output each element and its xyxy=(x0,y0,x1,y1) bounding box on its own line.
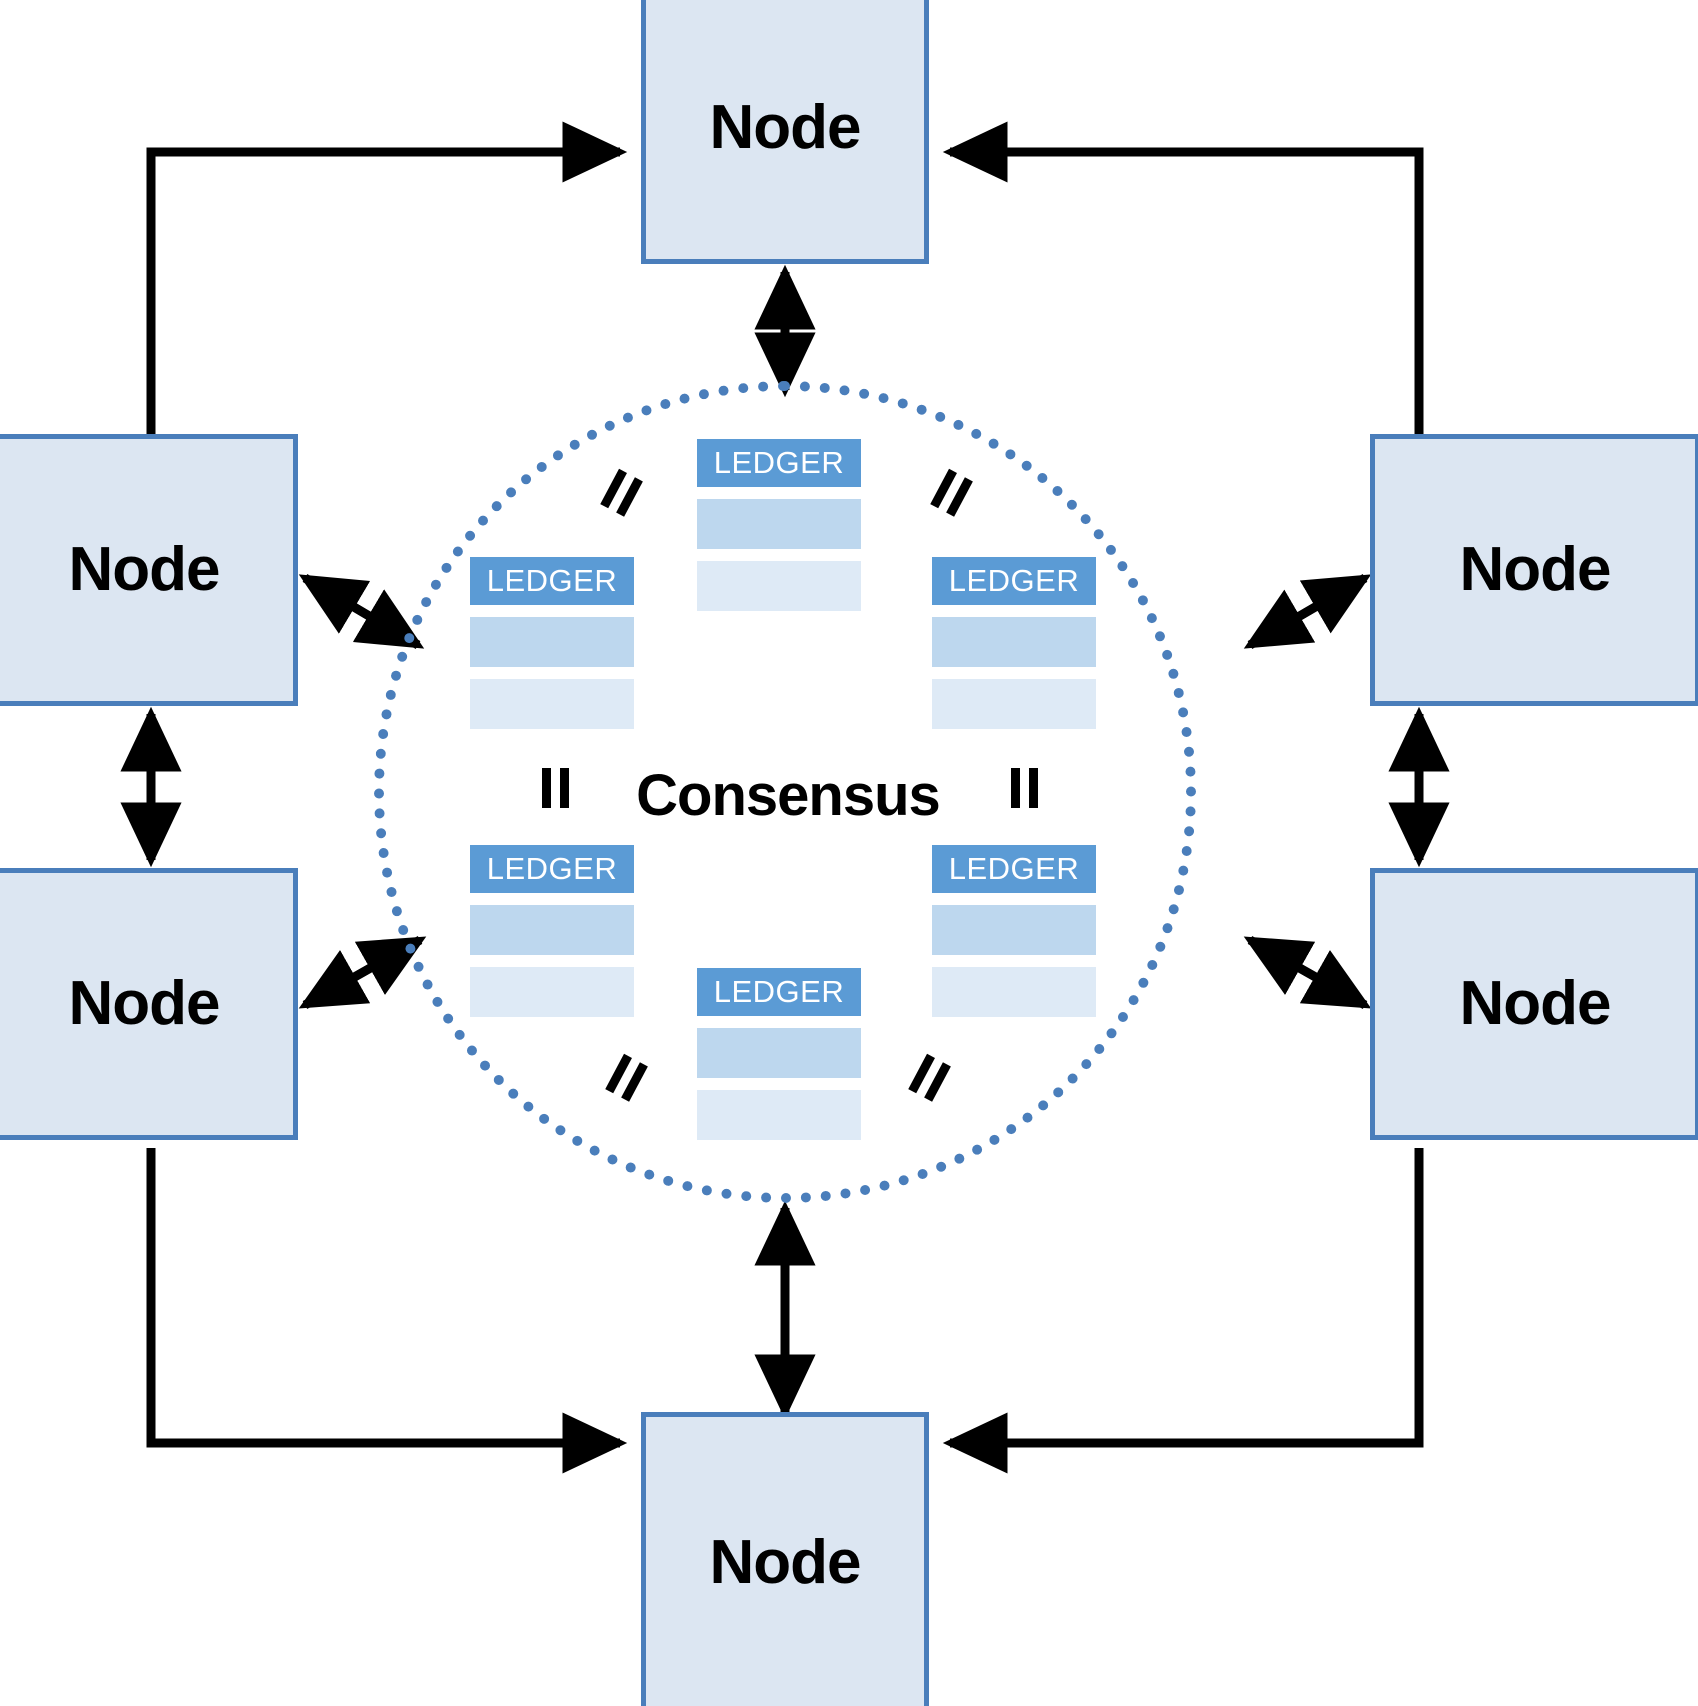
node-label: Node xyxy=(1459,535,1612,604)
ledger-header: LEDGER xyxy=(470,557,634,605)
node-box-bottom[interactable]: Node xyxy=(641,1412,929,1706)
ledger-row xyxy=(470,967,634,1017)
node-label: Node xyxy=(68,535,221,604)
ledger-row xyxy=(932,679,1096,729)
node-box-top[interactable]: Node xyxy=(641,0,929,264)
ledger-card-upper-right[interactable]: LEDGER xyxy=(932,557,1096,729)
ledger-row xyxy=(470,679,634,729)
ledger-row xyxy=(932,617,1096,667)
node-box-right-upper[interactable]: Node xyxy=(1370,434,1698,706)
ledger-header: LEDGER xyxy=(470,845,634,893)
node-label: Node xyxy=(709,1528,862,1597)
node-label: Node xyxy=(709,93,862,162)
ledger-header: LEDGER xyxy=(932,557,1096,605)
ledger-header: LEDGER xyxy=(697,968,861,1016)
ledger-row xyxy=(470,905,634,955)
ledger-card-top-center[interactable]: LEDGER xyxy=(697,439,861,611)
ledger-card-bottom-center[interactable]: LEDGER xyxy=(697,968,861,1140)
node-box-left-upper[interactable]: Node xyxy=(0,434,298,706)
ledger-card-lower-left[interactable]: LEDGER xyxy=(470,845,634,1017)
ledger-row xyxy=(932,905,1096,955)
consensus-boundary-circle xyxy=(374,381,1196,1203)
ledger-header: LEDGER xyxy=(932,845,1096,893)
node-label: Node xyxy=(1459,969,1612,1038)
node-box-right-lower[interactable]: Node xyxy=(1370,868,1698,1140)
equals-icon xyxy=(534,768,578,808)
ledger-row xyxy=(932,967,1096,1017)
ledger-row xyxy=(697,1028,861,1078)
node-label: Node xyxy=(68,969,221,1038)
ledger-header: LEDGER xyxy=(697,439,861,487)
ledger-card-lower-right[interactable]: LEDGER xyxy=(932,845,1096,1017)
consensus-label: Consensus xyxy=(636,763,941,828)
node-box-left-lower[interactable]: Node xyxy=(0,868,298,1140)
equals-icon xyxy=(1003,768,1047,808)
ledger-row xyxy=(470,617,634,667)
ledger-row xyxy=(697,1090,861,1140)
ledger-row xyxy=(697,499,861,549)
ledger-row xyxy=(697,561,861,611)
ledger-card-upper-left[interactable]: LEDGER xyxy=(470,557,634,729)
